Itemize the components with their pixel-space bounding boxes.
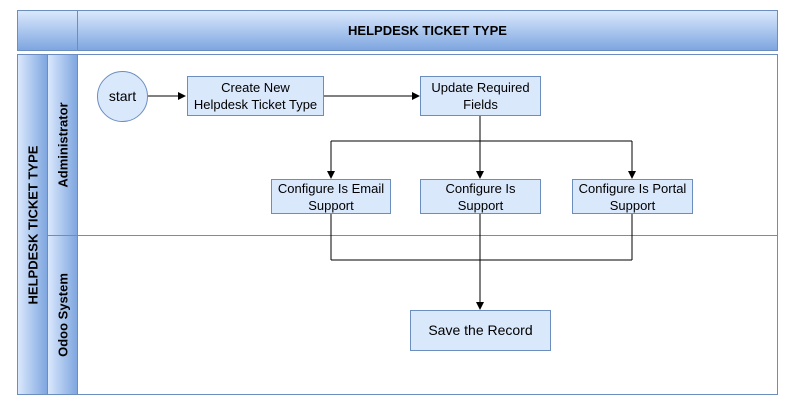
node-configure-email-support: Configure Is Email Support — [271, 179, 391, 214]
node-create-ticket-type: Create New Helpdesk Ticket Type — [187, 76, 324, 116]
lane-label-odoo-system: Odoo System — [47, 235, 78, 395]
node-support-line-1: Configure Is — [445, 180, 516, 196]
node-create-line-1: Create New — [221, 80, 290, 95]
node-email-line-1: Configure Is Email — [277, 180, 385, 196]
node-support-line-2: Support — [457, 197, 504, 213]
node-portal-line-1: Configure Is Portal — [578, 180, 687, 196]
start-node-label: start — [108, 88, 137, 104]
node-email-line-2: Support — [308, 197, 354, 213]
node-update-fields: Update Required Fields — [420, 76, 541, 116]
node-save-label: Save the Record — [428, 322, 533, 338]
node-update-line-1: Update Required — [431, 80, 530, 95]
node-configure-portal-support: Configure Is Portal Support — [572, 179, 693, 214]
node-save-record: Save the Record — [410, 310, 551, 351]
node-portal-line-2: Support — [609, 197, 656, 213]
header-corner — [17, 10, 78, 51]
header-title: HELPDESK TICKET TYPE — [348, 23, 507, 38]
header-title-bar: HELPDESK TICKET TYPE — [77, 10, 778, 51]
node-configure-support: Configure Is Support — [420, 179, 541, 214]
start-node: start — [97, 71, 148, 122]
node-update-line-2: Fields — [463, 97, 498, 112]
node-create-line-2: Helpdesk Ticket Type — [193, 97, 318, 112]
